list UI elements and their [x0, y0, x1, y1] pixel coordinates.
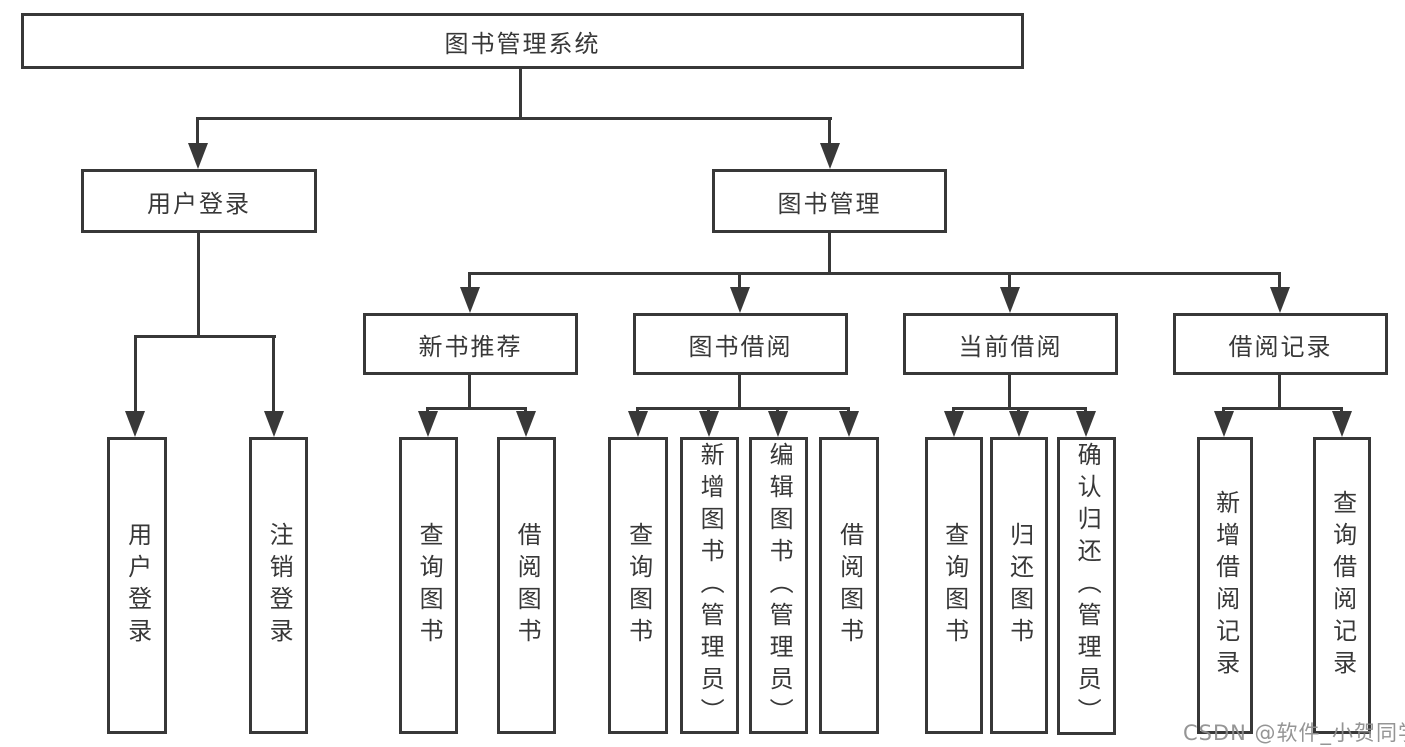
leaf-query-books-current: 查询图书	[925, 437, 983, 734]
connector-line	[636, 407, 639, 413]
connector-line	[1222, 407, 1225, 413]
connector-line	[1008, 272, 1011, 287]
arrow-down-icon	[944, 411, 964, 437]
node-user-login: 用户登录	[81, 169, 317, 233]
connector-line	[828, 117, 831, 143]
connector-line	[1017, 407, 1020, 413]
node-label: 注销登录	[265, 521, 294, 650]
arrow-down-icon	[188, 143, 208, 169]
leaf-query-books-recommend: 查询图书	[399, 437, 458, 734]
connector-line	[524, 407, 527, 413]
arrow-down-icon	[820, 143, 840, 169]
node-label: 查询借阅记录	[1328, 489, 1357, 682]
node-library-system: 图书管理系统	[21, 13, 1024, 69]
node-label: 新书推荐	[418, 332, 523, 361]
connector-line	[738, 272, 741, 287]
arrow-down-icon	[1009, 411, 1029, 437]
node-label: 新增图书（管理员）	[696, 441, 725, 730]
leaf-query-books-borrowing: 查询图书	[608, 437, 668, 734]
connector-line	[468, 375, 471, 407]
node-label: 当前借阅	[958, 332, 1063, 361]
connector-line	[636, 407, 850, 410]
connector-line	[1008, 375, 1011, 407]
leaf-query-borrow-record: 查询借阅记录	[1313, 437, 1371, 734]
node-label: 图书借阅	[688, 332, 793, 361]
connector-line	[272, 335, 275, 411]
arrow-down-icon	[1214, 411, 1234, 437]
arrow-down-icon	[699, 411, 719, 437]
connector-line	[1278, 375, 1281, 407]
arrow-down-icon	[418, 411, 438, 437]
arrow-down-icon	[1076, 411, 1096, 437]
connector-line	[426, 407, 429, 413]
arrow-down-icon	[730, 287, 750, 313]
arrow-down-icon	[839, 411, 859, 437]
connector-line	[1084, 407, 1087, 413]
arrow-down-icon	[768, 411, 788, 437]
leaf-confirm-return-admin: 确认归还（管理员）	[1057, 437, 1116, 735]
connector-line	[134, 335, 276, 338]
node-new-book-recommendation: 新书推荐	[363, 313, 578, 375]
leaf-add-books-admin: 新增图书（管理员）	[680, 437, 739, 734]
connector-line	[468, 272, 1281, 275]
arrow-down-icon	[1332, 411, 1352, 437]
node-label: 借阅图书	[835, 521, 864, 650]
connector-line	[426, 407, 527, 410]
arrow-down-icon	[1270, 287, 1290, 313]
connector-line	[828, 233, 831, 272]
connector-line	[952, 407, 955, 413]
leaf-borrow-books-borrowing: 借阅图书	[819, 437, 879, 734]
node-borrowing-records: 借阅记录	[1173, 313, 1388, 375]
node-label: 编辑图书（管理员）	[765, 441, 794, 730]
connector-line	[197, 233, 200, 335]
arrow-down-icon	[516, 411, 536, 437]
leaf-borrow-books-recommend: 借阅图书	[497, 437, 556, 734]
leaf-add-borrow-record: 新增借阅记录	[1197, 437, 1253, 734]
connector-line	[519, 69, 522, 117]
node-label: 查询图书	[415, 521, 444, 650]
connector-line	[707, 407, 710, 413]
node-label: 归还图书	[1005, 521, 1034, 650]
watermark-csdn: CSDN @软件_小贺同学	[1183, 721, 1405, 745]
arrow-down-icon	[628, 411, 648, 437]
node-label: 确认归还（管理员）	[1073, 442, 1102, 730]
node-current-borrowing: 当前借阅	[903, 313, 1118, 375]
leaf-logout: 注销登录	[249, 437, 308, 734]
node-label: 用户登录	[147, 189, 251, 218]
leaf-return-books: 归还图书	[990, 437, 1048, 734]
connector-line	[1340, 407, 1343, 413]
node-label: 用户登录	[123, 521, 152, 650]
node-label: 新增借阅记录	[1211, 489, 1240, 682]
node-label: 借阅记录	[1228, 332, 1333, 361]
node-label: 查询图书	[940, 521, 969, 650]
connector-line	[196, 117, 199, 143]
arrow-down-icon	[1000, 287, 1020, 313]
leaf-user-login: 用户登录	[107, 437, 167, 734]
node-book-borrowing: 图书借阅	[633, 313, 848, 375]
node-label: 查询图书	[624, 521, 653, 650]
leaf-edit-books-admin: 编辑图书（管理员）	[749, 437, 808, 734]
arrow-down-icon	[125, 411, 145, 437]
connector-line	[847, 407, 850, 413]
arrow-down-icon	[264, 411, 284, 437]
node-book-management: 图书管理	[712, 169, 947, 233]
connector-line	[134, 335, 137, 411]
connector-line	[776, 407, 779, 413]
connector-line	[197, 117, 832, 120]
connector-line	[468, 272, 471, 287]
node-label: 图书管理系统	[444, 29, 601, 58]
arrow-down-icon	[460, 287, 480, 313]
connector-line	[1278, 272, 1281, 287]
node-label: 借阅图书	[513, 521, 542, 650]
connector-line	[1222, 407, 1343, 410]
node-label: 图书管理	[777, 189, 882, 218]
connector-line	[738, 375, 741, 407]
